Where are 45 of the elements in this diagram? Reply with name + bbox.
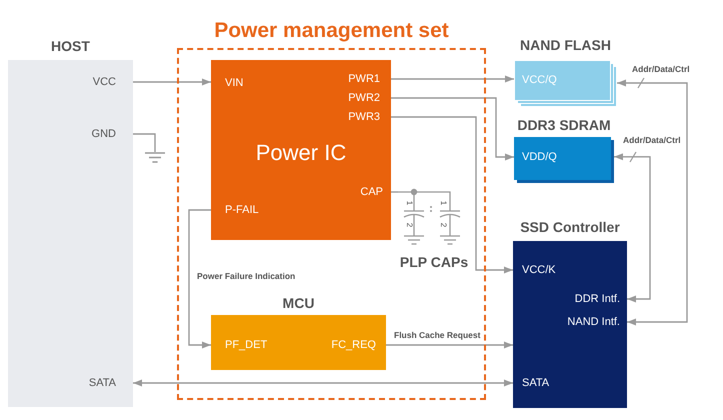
pin-label: DDR Intf. bbox=[574, 292, 627, 306]
component-title: PLP CAPs bbox=[400, 253, 468, 272]
pin-number: 2 bbox=[405, 222, 414, 228]
double-headed-arrow bbox=[614, 153, 651, 302]
pin-label: P-FAIL bbox=[211, 203, 259, 217]
pin-number: 1 bbox=[405, 200, 414, 206]
arrow bbox=[391, 116, 513, 274]
pin-label: CAP bbox=[360, 185, 391, 199]
block-title: MCU bbox=[282, 294, 314, 312]
pin-number: 2 bbox=[439, 222, 448, 228]
chip-title: Power IC bbox=[256, 140, 346, 166]
connector-line bbox=[133, 133, 156, 152]
pin-label: VCC/K bbox=[513, 263, 556, 277]
pin-label: VCC bbox=[92, 75, 133, 89]
edge-label: Addr/Data/Ctrl bbox=[631, 64, 691, 75]
double-headed-arrow bbox=[133, 380, 513, 386]
edge-label: Power Failure Indication bbox=[196, 271, 296, 282]
pin-label: VDD/Q bbox=[514, 150, 557, 164]
pin-label: NAND Intf. bbox=[567, 315, 627, 329]
pin-label: VCC/Q bbox=[514, 73, 557, 87]
pin-label: PWR2 bbox=[348, 91, 391, 105]
pin-number: 1 bbox=[439, 200, 448, 206]
pin-label: GND bbox=[92, 127, 133, 141]
pin-label: SATA bbox=[513, 376, 550, 390]
arrow bbox=[391, 76, 514, 82]
pin-label: SATA bbox=[88, 376, 133, 390]
arrow bbox=[386, 342, 513, 348]
block-title: SSD Controller bbox=[520, 218, 620, 236]
block-title: HOST bbox=[51, 37, 90, 56]
pin-label: PWR1 bbox=[348, 72, 391, 86]
double-headed-arrow bbox=[617, 80, 688, 326]
pin-label: FC_REQ bbox=[331, 338, 386, 352]
ground-symbol bbox=[145, 152, 165, 164]
arrow bbox=[188, 209, 211, 348]
pin-label: PWR3 bbox=[348, 110, 391, 124]
edge-label: Flush Cache Request bbox=[393, 330, 482, 341]
arrow bbox=[391, 97, 514, 160]
pin-label: VIN bbox=[211, 76, 244, 90]
pin-label: PF_DET bbox=[211, 338, 268, 352]
block-title: NAND FLASH bbox=[520, 36, 611, 54]
chip-block bbox=[211, 60, 391, 240]
block-title: DDR3 SDRAM bbox=[517, 116, 611, 134]
group-title: Power management set bbox=[214, 18, 449, 44]
edge-label: Addr/Data/Ctrl bbox=[622, 135, 682, 146]
arrow bbox=[133, 78, 211, 86]
